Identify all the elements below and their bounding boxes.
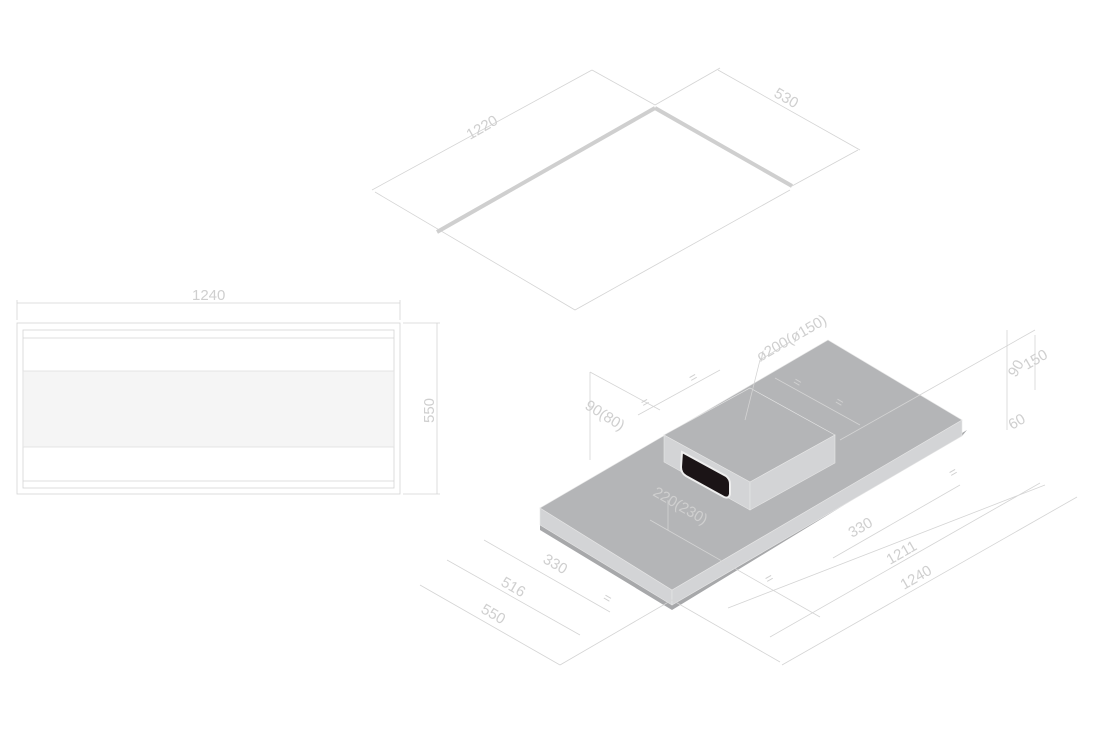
front-view: 1240 550	[16, 287, 440, 495]
top-view: 1220 530	[371, 67, 861, 311]
dimension-line	[559, 599, 673, 666]
body-shadow	[540, 525, 672, 610]
front-width-label: 1240	[192, 287, 225, 304]
dimension-line	[654, 67, 721, 106]
front-view-outer	[16, 322, 401, 495]
inner-depth-label: 516	[498, 574, 528, 601]
iso-view: ø200(ø150) 90(80) 220(230) 330 1211 1240…	[419, 312, 1078, 666]
inner-length-label: 1211	[884, 538, 920, 569]
dimension-line	[839, 329, 1036, 441]
dimension-line	[727, 484, 1046, 609]
top-depth-label: 530	[771, 85, 801, 112]
top-view-frame-long	[436, 106, 656, 234]
equal-mark: =	[601, 590, 615, 607]
equal-mark: =	[946, 464, 960, 481]
dimension-line	[483, 539, 611, 613]
total-depth-label: 550	[478, 601, 508, 628]
front-height-label: 550	[421, 398, 438, 423]
dimension-line	[744, 359, 761, 421]
dimension-line	[791, 149, 859, 187]
right-offset-label: 330	[846, 514, 876, 541]
dimension-line	[671, 599, 781, 663]
top-view-outline	[374, 189, 791, 311]
top-view-frame-short	[654, 106, 793, 188]
equal-mark: =	[762, 570, 776, 587]
motor-side-face	[749, 434, 836, 511]
dimension-line	[769, 482, 1041, 638]
dimension-line	[419, 584, 561, 666]
outlet-height-label: 90(80)	[582, 397, 628, 434]
dimension-line	[446, 559, 581, 636]
front-offset-label: 330	[540, 551, 570, 578]
dimension-line	[759, 341, 791, 361]
body-height-label: 60	[1006, 410, 1029, 433]
equal-mark: =	[686, 369, 700, 386]
dimension-line	[774, 377, 861, 426]
motor-height-label: 90	[1005, 357, 1028, 380]
dimension-line	[649, 519, 821, 618]
dimension-line-530	[717, 69, 861, 151]
dimension-line-1220	[371, 69, 593, 191]
dimension-line	[781, 496, 1078, 666]
top-length-label: 1220	[464, 112, 501, 143]
dimension-line	[832, 484, 961, 559]
air-outlet	[679, 450, 731, 499]
dimension-line	[589, 371, 661, 411]
dimension-line	[591, 69, 656, 106]
dimension-line	[637, 369, 721, 416]
front-view-filter-band	[22, 370, 395, 448]
